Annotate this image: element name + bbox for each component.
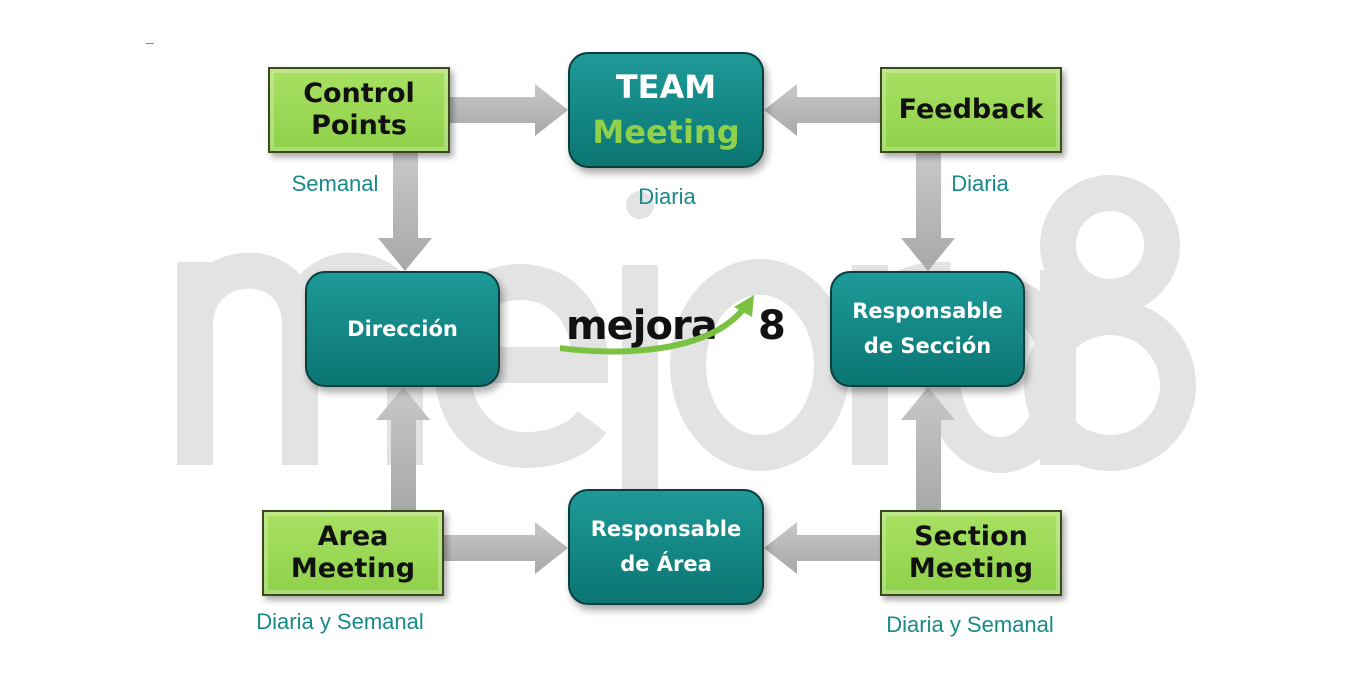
node-label: Responsable bbox=[852, 299, 1003, 324]
arrow-feedback-to-seccion bbox=[901, 153, 955, 271]
frequency-label: Diaria bbox=[638, 184, 696, 209]
watermark-digit-8-top bbox=[1040, 175, 1180, 315]
arrow-area-to-direccion bbox=[376, 387, 430, 510]
feedback-box: Feedback bbox=[880, 67, 1062, 153]
watermark-letter-j-dot bbox=[626, 191, 654, 219]
node-label: TEAM bbox=[615, 68, 717, 107]
node-label: Area bbox=[317, 520, 389, 552]
team-meeting-box: TEAM Meeting bbox=[568, 52, 764, 168]
responsable-seccion-box: Responsable de Sección bbox=[830, 271, 1025, 387]
watermark-digit-8-bottom bbox=[1024, 299, 1196, 471]
arrow-feedback-to-team bbox=[764, 84, 880, 136]
arrow-section-to-seccion bbox=[901, 387, 955, 510]
node-label: de Sección bbox=[863, 334, 992, 358]
arrow-control-to-team bbox=[450, 84, 568, 136]
node-label: de Área bbox=[620, 552, 712, 576]
node-label: Points bbox=[311, 110, 407, 141]
direccion-box: Dirección bbox=[305, 271, 500, 387]
frequency-label: Diaria y Semanal bbox=[886, 612, 1054, 637]
node-label: Meeting bbox=[592, 113, 740, 151]
mejora8-logo: mejora 8 bbox=[560, 295, 790, 365]
frequency-label: Diaria bbox=[951, 171, 1009, 196]
arrow-section-to-resp-area bbox=[764, 522, 880, 574]
node-label: Feedback bbox=[898, 93, 1044, 125]
control-points-box: Control Points bbox=[268, 67, 450, 153]
growth-arrow-icon bbox=[560, 295, 754, 355]
arrow-area-to-resp-area bbox=[444, 522, 568, 574]
logo-number: 8 bbox=[758, 303, 786, 349]
frequency-label: Semanal bbox=[291, 171, 379, 196]
node-label: Section bbox=[914, 520, 1028, 552]
section-meeting-box: Section Meeting bbox=[880, 510, 1062, 596]
node-label: Responsable bbox=[590, 517, 742, 542]
dash-mark bbox=[146, 43, 154, 44]
arrow-control-to-direccion bbox=[378, 153, 432, 271]
node-label: Control bbox=[303, 77, 415, 109]
node-label: Dirección bbox=[347, 316, 458, 341]
node-label: Meeting bbox=[908, 553, 1034, 584]
area-meeting-box: Area Meeting bbox=[262, 510, 444, 596]
node-label: Meeting bbox=[290, 553, 416, 584]
responsable-area-box: Responsable de Área bbox=[568, 489, 764, 605]
frequency-label: Diaria y Semanal bbox=[256, 609, 424, 634]
